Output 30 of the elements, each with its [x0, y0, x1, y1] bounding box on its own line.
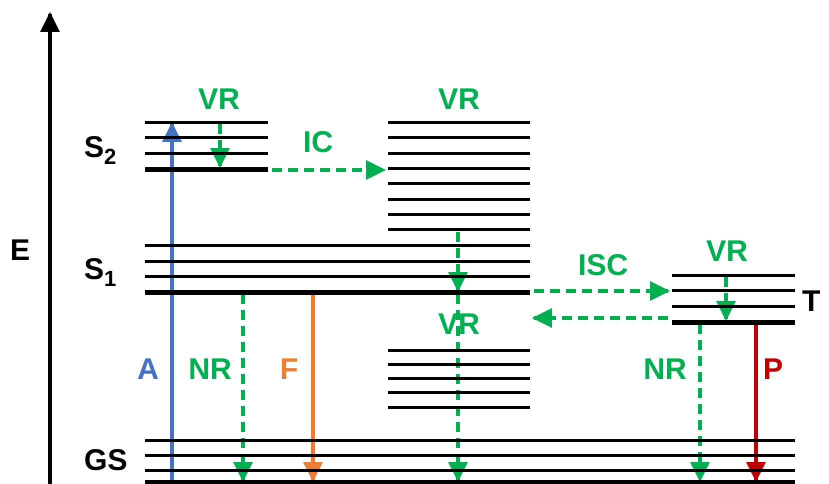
edge-label: NR	[188, 355, 232, 385]
edge-label: VR	[438, 310, 480, 340]
edge-label: F	[280, 355, 298, 385]
state-label: GS	[84, 446, 128, 476]
edge-label: VR	[438, 85, 480, 115]
transition-arrow	[716, 277, 736, 321]
edge-label: A	[137, 355, 159, 385]
edge-label: ISC	[578, 251, 628, 281]
edge-label: VR	[706, 237, 748, 267]
energy-level-stack	[386, 118, 532, 234]
edge-label: P	[763, 355, 783, 385]
transition-arrow	[448, 294, 468, 482]
edge-label: IC	[303, 128, 333, 158]
state-label: S$_{1}$	[84, 255, 116, 290]
transition-arrow	[534, 281, 670, 301]
axis-label: E	[10, 236, 30, 266]
energy-level-stack	[386, 346, 532, 412]
edge-label: VR	[198, 85, 240, 115]
state-label: S$_{2}$	[84, 133, 116, 168]
transition-arrow	[690, 324, 710, 482]
transition-arrow	[162, 122, 182, 481]
edge-label: NR	[643, 355, 687, 385]
transition-arrow	[532, 308, 668, 328]
transition-arrow	[303, 294, 323, 482]
transition-arrow	[746, 324, 766, 482]
transition-arrow	[272, 160, 386, 180]
transition-arrow	[448, 232, 468, 292]
transition-arrow	[233, 294, 253, 482]
state-label: T	[802, 287, 820, 317]
transition-arrow	[210, 124, 230, 168]
